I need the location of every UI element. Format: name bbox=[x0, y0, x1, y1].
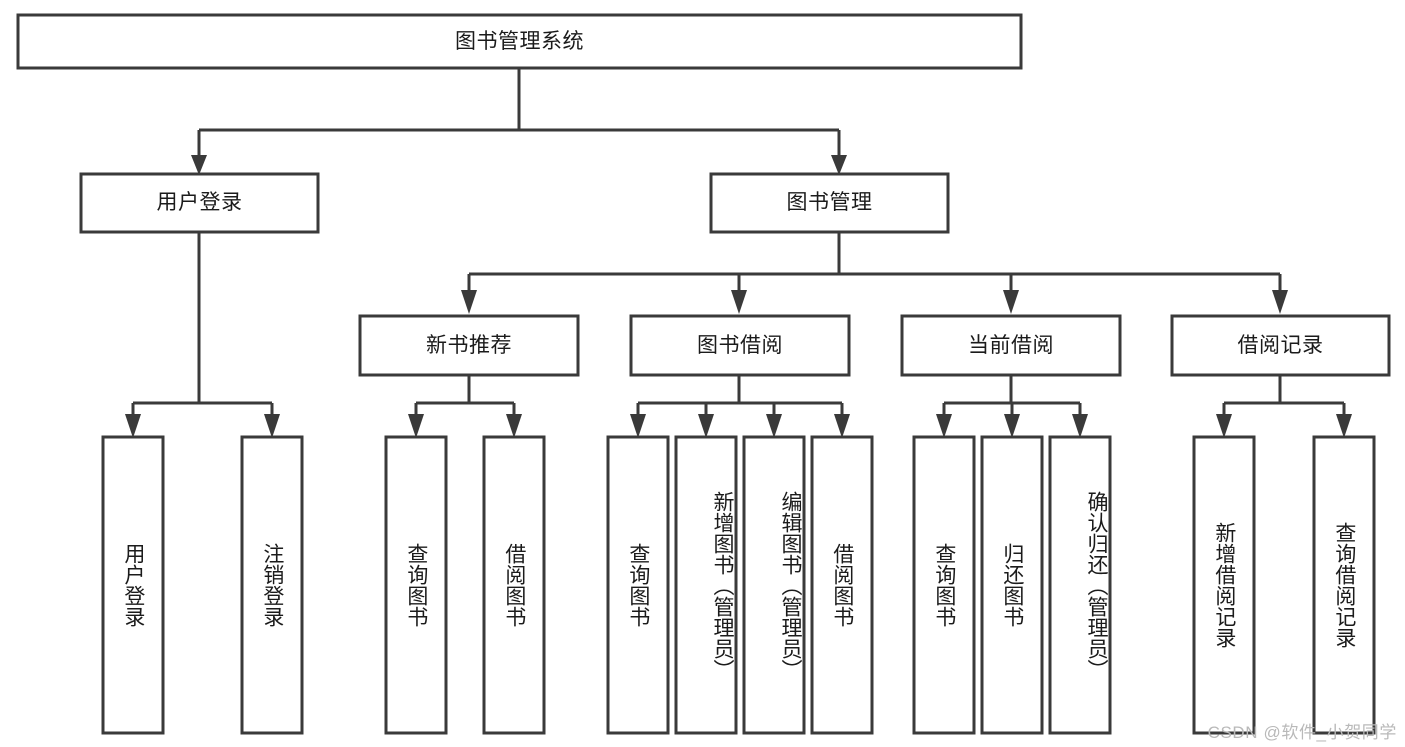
leaf-box-borrow-book-newbook[interactable] bbox=[482, 435, 546, 735]
leaf-box-borrow-book[interactable] bbox=[810, 435, 874, 735]
connector-new-book-to-leaves bbox=[408, 375, 522, 438]
leaf-box-query-book-borrow[interactable] bbox=[606, 435, 670, 735]
node-book-borrow-box[interactable] bbox=[629, 314, 851, 377]
arrowhead-to-book-management bbox=[831, 155, 847, 175]
leaf-box-add-borrow-record[interactable] bbox=[1192, 435, 1256, 735]
node-user-login-box[interactable] bbox=[79, 172, 320, 234]
connector-root-to-level1 bbox=[197, 68, 841, 160]
arrowhead-to-user-login bbox=[191, 155, 207, 175]
leaf-box-return-book[interactable] bbox=[980, 435, 1044, 735]
leaf-box-user-login[interactable] bbox=[101, 435, 165, 735]
node-borrow-record-box[interactable] bbox=[1170, 314, 1391, 377]
connector-book-borrow-to-leaves bbox=[630, 375, 850, 438]
connector-book-management-to-level2 bbox=[461, 232, 1288, 314]
node-book-management-box[interactable] bbox=[709, 172, 950, 234]
leaf-box-add-book-admin[interactable] bbox=[674, 435, 738, 735]
leaf-box-logout[interactable] bbox=[240, 435, 304, 735]
leaf-box-edit-book-admin[interactable] bbox=[742, 435, 806, 735]
leaf-box-query-book-current[interactable] bbox=[912, 435, 976, 735]
node-root-box[interactable] bbox=[16, 13, 1023, 70]
connector-current-borrow-to-leaves bbox=[936, 375, 1088, 438]
leaf-box-confirm-return-admin[interactable] bbox=[1048, 435, 1112, 735]
node-new-book-box[interactable] bbox=[358, 314, 580, 377]
connector-user-login-to-leaves bbox=[125, 232, 280, 438]
node-current-borrow-box[interactable] bbox=[900, 314, 1122, 377]
connector-borrow-record-to-leaves bbox=[1216, 375, 1352, 438]
leaf-box-query-book-newbook[interactable] bbox=[384, 435, 448, 735]
leaf-box-query-borrow-record[interactable] bbox=[1312, 435, 1376, 735]
